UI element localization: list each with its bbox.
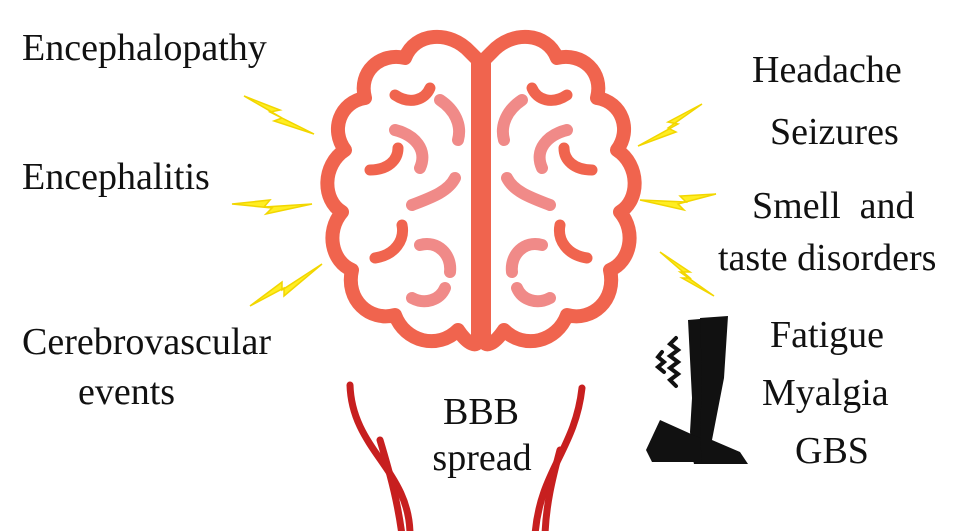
label-bbb-line1: BBB	[426, 390, 536, 435]
brain-fold	[440, 100, 459, 140]
brain-fold	[420, 244, 450, 272]
label-cerebrovascular-line2: events	[78, 370, 175, 415]
legs-icon	[646, 316, 748, 464]
label-cerebrovascular-line1: Cerebrovascular	[22, 320, 271, 365]
brain-fold	[517, 288, 550, 301]
brain-fold	[395, 88, 430, 100]
label-bbb-line2: spread	[412, 436, 552, 481]
brain-left-hemisphere	[327, 37, 478, 344]
brain-fold	[370, 148, 398, 170]
label-gbs: GBS	[795, 429, 869, 474]
label-headache: Headache	[752, 48, 902, 93]
label-myalgia: Myalgia	[762, 371, 889, 416]
label-smell-line2: taste disorders	[718, 236, 936, 281]
lightning-bolt-icon	[232, 96, 322, 306]
brain-fold	[564, 148, 592, 170]
brain-fold	[412, 288, 445, 301]
brain-fold	[559, 225, 587, 258]
label-encephalopathy: Encephalopathy	[22, 26, 267, 71]
label-seizures: Seizures	[770, 110, 899, 155]
lightning-bolt-icon	[638, 104, 716, 296]
label-smell-line1: Smell and	[752, 184, 915, 229]
brain-fold	[512, 244, 542, 272]
brain-icon	[327, 37, 634, 344]
brain-fold	[412, 178, 455, 205]
brain-fold	[507, 178, 550, 205]
brain-right-hemisphere	[484, 37, 635, 344]
pain-wave-icon	[658, 338, 678, 386]
brain-fold	[503, 100, 522, 140]
label-fatigue: Fatigue	[770, 313, 884, 358]
brain-fold	[532, 88, 567, 100]
label-encephalitis: Encephalitis	[22, 155, 210, 200]
brain-fold	[375, 225, 403, 258]
